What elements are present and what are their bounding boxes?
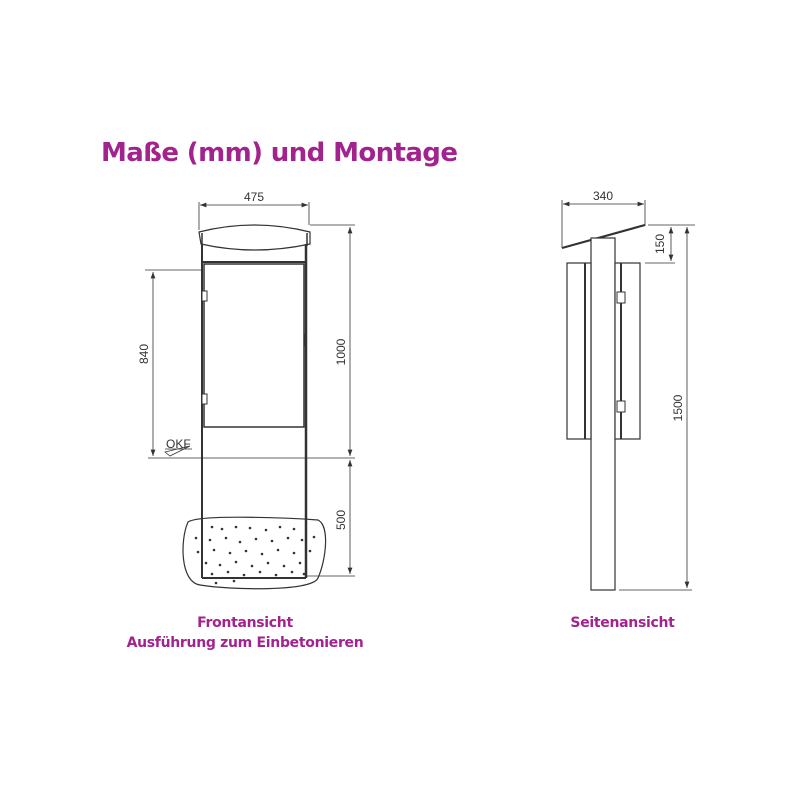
page-title: Maße (mm) und Montage — [101, 138, 458, 168]
concrete-aggregate-pattern — [194, 525, 316, 585]
dim-door-height: 840 — [137, 344, 151, 364]
front-view — [145, 202, 355, 590]
front-view-caption-line1: Frontansicht — [197, 615, 293, 631]
dim-height-above-ground: 1000 — [334, 338, 348, 365]
dim-roof-height: 150 — [653, 234, 667, 254]
dim-width: 475 — [244, 190, 264, 204]
dim-total-height: 1500 — [671, 394, 685, 421]
front-view-caption-line2: Ausführung zum Einbetonieren — [126, 635, 364, 651]
side-view-caption: Seitenansicht — [570, 615, 675, 631]
dim-depth-in-ground: 500 — [334, 510, 348, 530]
front-view-caption: Frontansicht Ausführung zum Einbetoniere… — [110, 613, 380, 653]
ground-label: OKF — [166, 437, 191, 451]
side-view — [561, 200, 695, 591]
dim-depth: 340 — [593, 189, 613, 203]
